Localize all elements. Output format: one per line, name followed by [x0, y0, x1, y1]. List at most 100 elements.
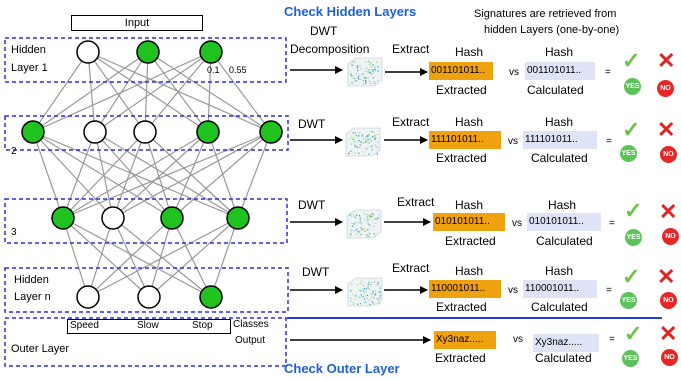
- network-edges: [32, 51, 272, 298]
- check-outer-layer-title: Check Outer Layer: [284, 361, 400, 376]
- outer-equals: =: [609, 334, 615, 345]
- network-node: [226, 206, 250, 230]
- row3-hash-extracted: 010101011..: [433, 213, 505, 231]
- row1-equals: =: [605, 67, 611, 78]
- no-badge: NO: [660, 146, 677, 163]
- row3-extracted-label: Extracted: [445, 234, 496, 248]
- dwt-cube-icon: [345, 127, 381, 157]
- network-edge: [148, 217, 239, 298]
- network-node: [199, 285, 223, 309]
- row2-calculated-label: Calculated: [531, 151, 588, 165]
- network-node: [51, 206, 75, 230]
- row2-equals: =: [606, 136, 612, 147]
- row4-hash-ext-title: Hash: [455, 264, 484, 278]
- network-node: [136, 40, 160, 64]
- network-edge: [87, 51, 209, 133]
- dwt-cube-icon: [347, 57, 383, 87]
- network-node: [101, 206, 125, 230]
- network-edge: [32, 51, 149, 133]
- outer-calculated-label: Calculated: [535, 351, 592, 365]
- layer-boxes: [4, 37, 289, 367]
- network-node: [199, 40, 223, 64]
- network-node: [76, 285, 100, 309]
- decomposition-label: Decomposition: [290, 42, 370, 56]
- network-edge: [62, 131, 146, 219]
- signatures-line2: hidden Layers (one-by-one): [484, 24, 620, 36]
- output-speed: Speed: [70, 320, 99, 331]
- network-edge: [112, 131, 272, 219]
- cross-mark-icon: ✕: [657, 264, 676, 289]
- row1-hash-calc-title: Hash: [545, 45, 574, 59]
- dwt-cube-icon: [346, 209, 382, 239]
- row2-hash-ext-title: Hash: [455, 115, 484, 129]
- row1-extract-label: Extract: [392, 42, 430, 56]
- network-node: [21, 120, 45, 144]
- outer-hash-extracted: Xy3naz.....: [434, 331, 496, 349]
- row1-hash-ext-title: Hash: [455, 45, 484, 59]
- outer-hash-calculated: Xy3naz.....: [533, 334, 599, 352]
- row2-extracted-label: Extracted: [436, 151, 487, 165]
- network-edge: [62, 131, 272, 219]
- network-edge: [62, 217, 89, 298]
- check-mark-icon: ✓: [622, 264, 641, 289]
- network-edge: [32, 51, 89, 133]
- row4-calculated-label: Calculated: [531, 300, 588, 314]
- check-mark-icon: ✓: [622, 48, 641, 73]
- layern-label-hidden: Hidden: [14, 274, 49, 286]
- network-node: [133, 120, 157, 144]
- network-edge: [112, 217, 150, 298]
- row3-vs: vs: [512, 218, 522, 229]
- network-node: [160, 206, 184, 230]
- network-edge: [144, 131, 173, 219]
- weight-label-b: 0.55: [229, 65, 247, 75]
- output-box: [67, 319, 231, 334]
- row4-hash-calc-title: Hash: [545, 264, 574, 278]
- layer-box: [4, 37, 287, 83]
- row2-hash-calc-title: Hash: [545, 115, 574, 129]
- network-edge: [87, 217, 239, 298]
- network-node: [196, 120, 220, 144]
- row2-extract-label: Extract: [392, 115, 430, 129]
- row4-dwt-label: DWT: [302, 265, 330, 279]
- input-label: Input: [71, 15, 203, 31]
- check-mark-icon: ✓: [624, 198, 643, 223]
- network-node: [76, 40, 100, 64]
- layer1-label-layer: Layer 1: [11, 62, 48, 74]
- layer3-label: 3: [11, 227, 17, 238]
- cross-mark-icon: ✕: [659, 321, 678, 346]
- row4-extract-label: Extract: [392, 261, 430, 275]
- network-edge: [207, 51, 212, 133]
- row3-calculated-label: Calculated: [536, 234, 593, 248]
- row3-equals: =: [609, 218, 615, 229]
- network-edge: [144, 51, 212, 133]
- row2-vs: vs: [508, 136, 518, 147]
- no-badge: NO: [661, 349, 678, 366]
- network-node: [83, 120, 107, 144]
- yes-badge: YES: [620, 145, 637, 162]
- row1-hash-extracted: 001101011..: [429, 62, 493, 80]
- dwt-cube-icon: [347, 277, 383, 307]
- layer-box: [4, 267, 289, 313]
- network-edge: [32, 131, 64, 219]
- row4-equals: =: [606, 285, 612, 296]
- layer-box: [4, 198, 288, 244]
- row3-hash-calculated: 010101011..: [527, 213, 601, 231]
- cross-mark-icon: ✕: [657, 117, 676, 142]
- no-badge: NO: [662, 228, 679, 245]
- network-edge: [32, 131, 173, 219]
- network-node: [137, 285, 161, 309]
- row3-extract-label: Extract: [397, 195, 435, 209]
- cross-mark-icon: ✕: [657, 48, 676, 73]
- network-edge: [207, 131, 239, 219]
- network-edge: [171, 217, 212, 298]
- check-mark-icon: ✓: [622, 117, 641, 142]
- row3-hash-calc-title: Hash: [548, 198, 577, 212]
- network-edge: [87, 51, 146, 133]
- network-edge: [62, 217, 212, 298]
- network-nodes: [21, 40, 283, 309]
- row2-hash-calculated: 111101011..: [523, 131, 597, 149]
- classes-label: Classes: [233, 319, 269, 330]
- network-edge: [62, 131, 209, 219]
